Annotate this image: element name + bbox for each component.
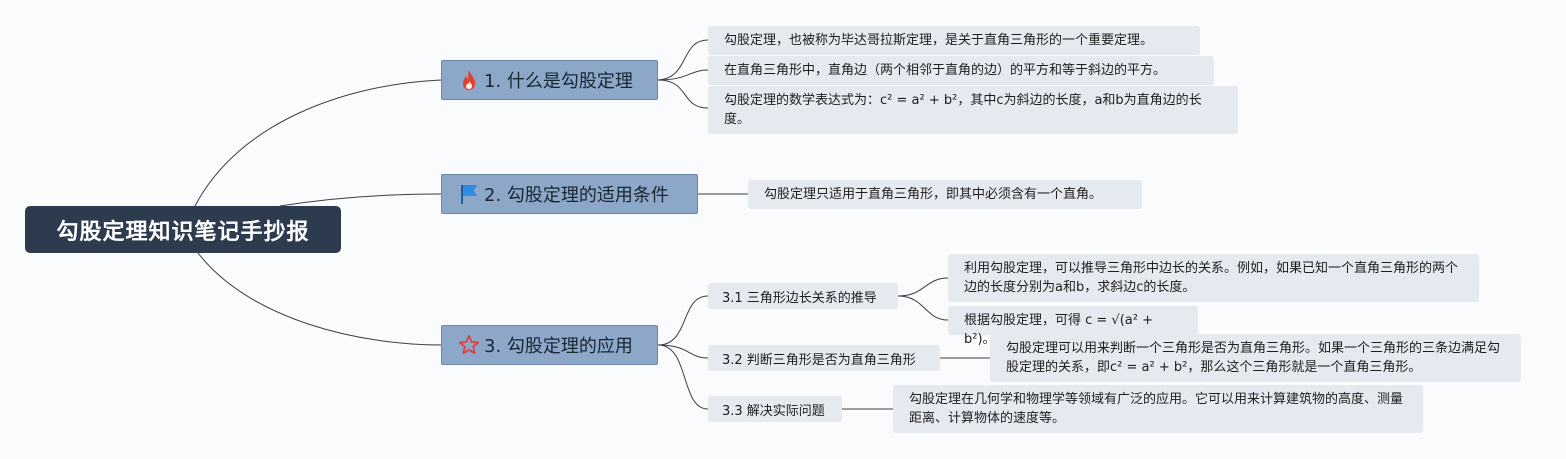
branch-title: 2. 勾股定理的适用条件 xyxy=(484,185,669,206)
link-b1-n3 xyxy=(657,79,709,109)
sub-check-right-triangle[interactable]: 3.2 判断三角形是否为直角三角形 xyxy=(708,345,940,371)
note-text: 利用勾股定理，可以推导三角形中边长的关系。例如，如果已知一个直角三角形的两个边的… xyxy=(964,261,1459,295)
link-b3-s3 xyxy=(657,344,709,410)
star-icon xyxy=(458,333,480,357)
link-root-b1 xyxy=(194,79,442,207)
link-b3-s1 xyxy=(657,295,709,346)
note-text: 在直角三角形中，直角边（两个相邻于直角的边）的平方和等于斜边的平方。 xyxy=(724,63,1167,78)
note-text: 勾股定理的数学表达式为：c² = a² + b²，其中c为斜边的长度，a和b为直… xyxy=(724,93,1202,127)
flag-icon xyxy=(458,182,480,206)
link-b1-n1 xyxy=(657,39,709,81)
link-root-b2 xyxy=(279,193,442,207)
note-formula[interactable]: 勾股定理的数学表达式为：c² = a² + b²，其中c为斜边的长度，a和b为直… xyxy=(708,86,1238,134)
link-s1-n2 xyxy=(897,295,949,321)
note-derive-sides[interactable]: 利用勾股定理，可以推导三角形中边长的关系。例如，如果已知一个直角三角形的两个边的… xyxy=(948,254,1479,302)
link-s1-n1 xyxy=(897,277,949,297)
fire-icon xyxy=(458,68,480,92)
note-hypotenuse-formula[interactable]: 根据勾股定理，可得 c = √(a² + b²)。 xyxy=(948,306,1198,347)
branch-title: 1. 什么是勾股定理 xyxy=(484,71,633,92)
note-definition[interactable]: 勾股定理，也被称为毕达哥拉斯定理，是关于直角三角形的一个重要定理。 xyxy=(708,26,1200,55)
note-text: 勾股定理只适用于直角三角形，即其中必须含有一个直角。 xyxy=(764,187,1103,202)
link-root-b3 xyxy=(197,252,442,346)
note-practical-uses[interactable]: 勾股定理在几何学和物理学等领域有广泛的应用。它可以用来计算建筑物的高度、测量距离… xyxy=(893,385,1423,433)
sub-side-relations[interactable]: 3.1 三角形边长关系的推导 xyxy=(708,283,898,309)
sub-practical-problems[interactable]: 3.3 解决实际问题 xyxy=(708,396,842,422)
sub-title: 3.1 三角形边长关系的推导 xyxy=(722,290,877,306)
branch-applications[interactable]: 3. 勾股定理的应用 xyxy=(441,325,658,365)
note-right-angle-only[interactable]: 勾股定理只适用于直角三角形，即其中必须含有一个直角。 xyxy=(748,180,1142,209)
sub-title: 3.3 解决实际问题 xyxy=(722,403,825,419)
link-b1-n2 xyxy=(657,69,709,81)
branch-what-is[interactable]: 1. 什么是勾股定理 xyxy=(441,60,658,100)
note-text: 根据勾股定理，可得 c = √(a² + b²)。 xyxy=(964,313,1153,347)
branch-title: 3. 勾股定理的应用 xyxy=(484,336,633,357)
note-text: 勾股定理在几何学和物理学等领域有广泛的应用。它可以用来计算建筑物的高度、测量距离… xyxy=(909,392,1404,426)
link-b3-s2 xyxy=(657,344,709,359)
note-check-method[interactable]: 勾股定理可以用来判断一个三角形是否为直角三角形。如果一个三角形的三条边满足勾股定… xyxy=(990,334,1521,382)
note-text: 勾股定理可以用来判断一个三角形是否为直角三角形。如果一个三角形的三条边满足勾股定… xyxy=(1006,341,1501,375)
root-title: 勾股定理知识笔记手抄报 xyxy=(56,219,310,245)
note-statement[interactable]: 在直角三角形中，直角边（两个相邻于直角的边）的平方和等于斜边的平方。 xyxy=(708,56,1214,85)
sub-title: 3.2 判断三角形是否为直角三角形 xyxy=(722,352,916,368)
branch-conditions[interactable]: 2. 勾股定理的适用条件 xyxy=(441,174,698,214)
root-topic[interactable]: 勾股定理知识笔记手抄报 xyxy=(25,206,341,253)
note-text: 勾股定理，也被称为毕达哥拉斯定理，是关于直角三角形的一个重要定理。 xyxy=(724,33,1154,48)
